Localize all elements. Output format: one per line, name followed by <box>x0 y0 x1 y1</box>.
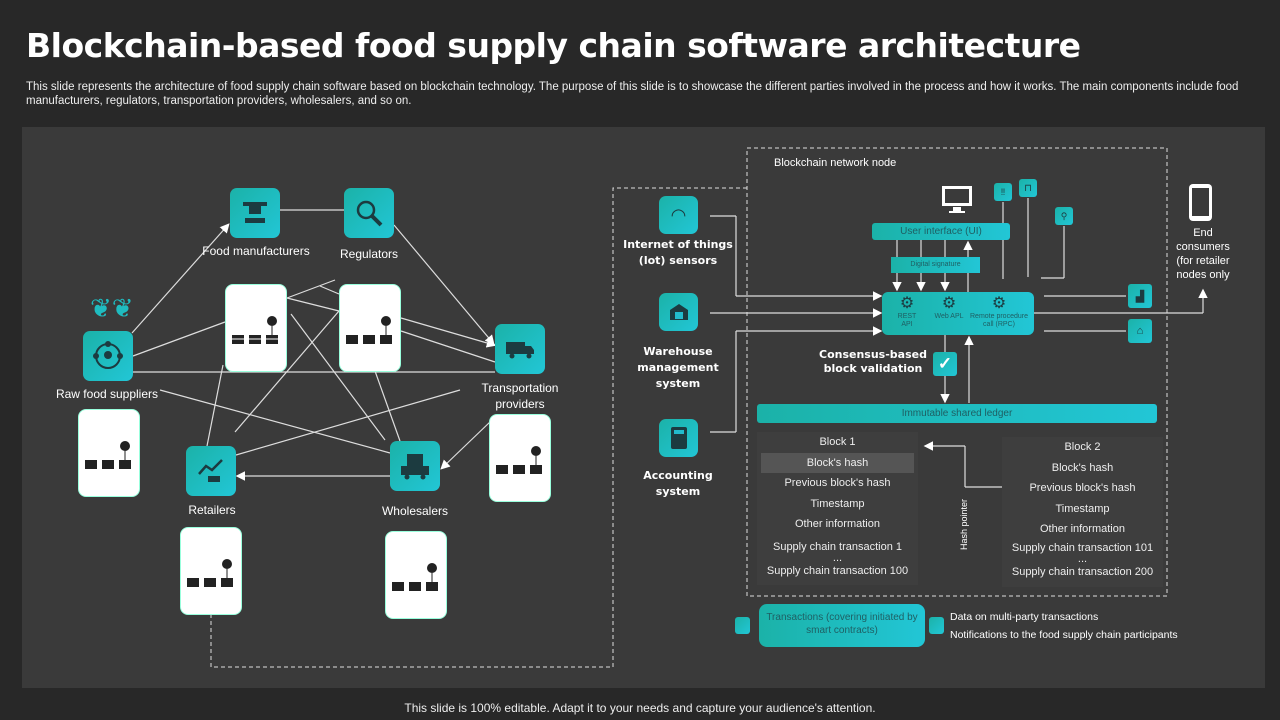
wholesale-truck-icon <box>401 454 429 480</box>
block-row: Supply chain transaction 100 <box>766 564 909 577</box>
check-icon: ✓ <box>933 352 957 376</box>
ledger-card <box>225 284 287 372</box>
ledger-card <box>180 527 242 615</box>
end-consumers-label: End consumers (for retailer nodes only <box>1176 227 1230 281</box>
blockchain-icon <box>346 316 392 344</box>
block-row: Supply chain transaction 1 <box>772 540 903 553</box>
warehouse-label: Warehouse management system <box>637 345 719 390</box>
food-manufacturers-node[interactable] <box>230 188 280 238</box>
block-row: Timestamp <box>810 497 865 510</box>
block-row: Previous block's hash <box>1029 482 1136 494</box>
rest-api: ⚙REST API <box>892 295 922 329</box>
transportation-node[interactable] <box>495 324 545 374</box>
legend-notifications: Notifications to the food supply chain p… <box>950 629 1178 641</box>
magnifier-icon <box>356 200 383 227</box>
transportation-label: Transportation providers <box>470 380 570 412</box>
block-row: Other information <box>1040 523 1125 535</box>
raw-food-suppliers-label: Raw food suppliers <box>55 387 159 401</box>
warehouse-node[interactable] <box>659 293 698 331</box>
wholesalers-node[interactable] <box>390 441 440 491</box>
legend-swatch <box>735 617 750 634</box>
iot-label: Internet of things (lot) sensors <box>623 238 733 267</box>
gear-icon: ⚙ <box>941 295 957 312</box>
legend-data: Data on multi-party transactions <box>950 611 1099 623</box>
food-manufacturers-label: Food manufacturers <box>202 244 310 258</box>
factory-small-icon[interactable]: ⊓ <box>1019 179 1037 197</box>
api-box[interactable]: ⚙REST API ⚙Web APL ⚙Remote procedure cal… <box>882 292 1034 335</box>
blockchain-icon <box>232 316 278 344</box>
block-row: Supply chain transaction 200 <box>1011 565 1154 578</box>
blockchain-icon <box>187 559 233 587</box>
rpc-label: Remote procedure call (RPC) <box>970 313 1028 328</box>
block-1: Block 1 Block's hash Previous block's ha… <box>757 432 918 585</box>
truck-icon <box>506 342 534 359</box>
rpc: ⚙Remote procedure call (RPC) <box>966 295 1032 329</box>
digital-signature-bar: Digital signature <box>891 257 980 273</box>
blockchain-icon <box>392 563 438 591</box>
consensus-label: Consensus-based block validation <box>819 348 927 375</box>
block-2: Block 2 Block's hash Previous block's ha… <box>1002 437 1163 587</box>
monitor-icon <box>942 186 972 213</box>
wheat-leaf-icon: ❦❦ <box>90 293 134 323</box>
retailers-node[interactable] <box>186 446 236 496</box>
node-title: Blockchain network node <box>774 157 897 169</box>
raw-food-suppliers-node[interactable] <box>83 331 133 381</box>
block-row: Supply chain transaction 101 <box>1011 541 1154 554</box>
transportation-text: Transportation providers <box>481 381 559 411</box>
page-description: This slide represents the architecture o… <box>26 81 1239 107</box>
accounting-node[interactable] <box>659 419 698 457</box>
shared-ledger-bar: Immutable shared ledger <box>757 404 1157 423</box>
page-title: Blockchain-based food supply chain softw… <box>26 26 1081 65</box>
hash-pointer-label: Hash pointer <box>959 498 969 550</box>
block-title: Block 1 <box>819 436 856 448</box>
block-row: Previous block's hash <box>784 477 891 489</box>
blockchain-icon <box>496 446 542 474</box>
transactions-box: Transactions (covering initiated by smar… <box>759 604 925 647</box>
footer-note: This slide is 100% editable. Adapt it to… <box>404 701 876 715</box>
warehouse-small-icon[interactable]: ⌂ <box>1128 319 1152 343</box>
block-row: Timestamp <box>1055 502 1110 515</box>
retail-cart-icon <box>198 459 223 482</box>
regulators-label: Regulators <box>339 247 399 261</box>
ledger-card <box>385 531 447 619</box>
ledger-card <box>339 284 401 372</box>
legend-swatch <box>929 617 944 634</box>
rest-api-label: REST API <box>897 313 917 328</box>
block-row: Block's hash <box>1051 461 1114 474</box>
gear-icon: ⚙ <box>991 295 1007 312</box>
search-small-icon[interactable]: ⚲ <box>1055 207 1073 225</box>
block-row: ... <box>1077 552 1088 565</box>
ledger-card <box>489 414 551 502</box>
block-row: Other information <box>795 518 880 530</box>
calculator-icon <box>670 427 687 449</box>
wifi-icon: ◠ <box>670 204 687 225</box>
accounting-label: Accounting system <box>643 469 713 498</box>
web-api-label: Web APL <box>934 313 964 320</box>
ledger-card <box>78 409 140 497</box>
smartphone-icon <box>1189 184 1212 221</box>
block-row: ... <box>832 551 843 564</box>
warehouse-icon <box>669 304 688 320</box>
blockchain-icon <box>85 441 131 469</box>
gear-icon: ⚙ <box>899 295 915 312</box>
truck-small-icon[interactable]: ▟ <box>1128 284 1152 308</box>
block-row: Block's hash <box>761 452 914 473</box>
iot-sensors-node[interactable]: ◠ <box>659 196 698 234</box>
wheat-small-icon[interactable]: ‼ <box>994 183 1012 201</box>
user-interface-bar[interactable]: User interface (UI) <box>872 223 1010 240</box>
block-title: Block 2 <box>1064 441 1101 453</box>
wholesalers-label: Wholesalers <box>381 504 449 518</box>
factory-conveyor-icon <box>243 202 267 223</box>
web-api: ⚙Web APL <box>934 295 964 321</box>
retailers-label: Retailers <box>188 503 236 517</box>
regulators-node[interactable] <box>344 188 394 238</box>
supplier-network-icon <box>93 341 123 369</box>
